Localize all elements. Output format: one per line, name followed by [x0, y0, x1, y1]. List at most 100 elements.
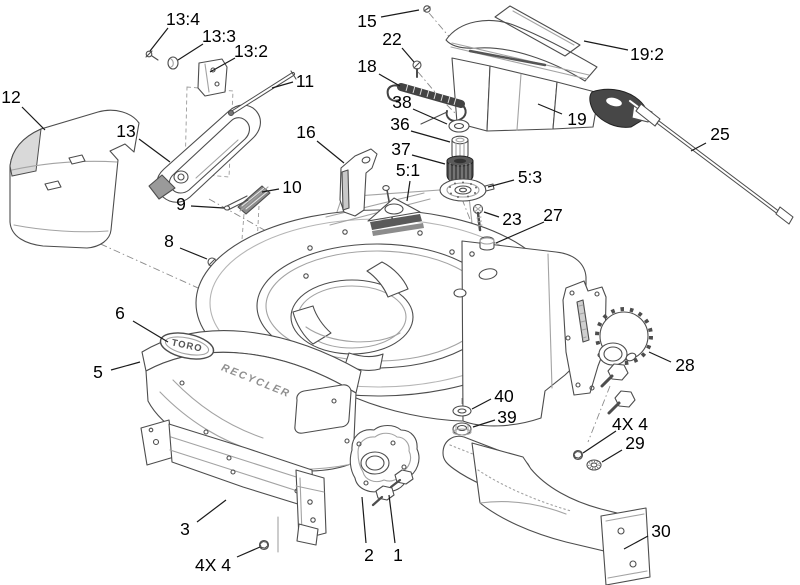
- leader-line-15-10: [380, 9, 420, 18]
- callout-15-10: 15: [357, 11, 376, 31]
- callout-13:4-0: 13:4: [166, 9, 200, 29]
- leader-line-3-25: [196, 499, 227, 523]
- part-6-toro-decal: TORO: [159, 332, 215, 360]
- callout-18-12: 18: [357, 56, 376, 76]
- part-19-handle-housing: [445, 20, 653, 132]
- part-4-nut-left: [258, 539, 270, 551]
- part-40-washer: [452, 405, 472, 417]
- leader-line-37-15: [411, 154, 446, 165]
- part-36-bushing: [451, 135, 469, 161]
- leader-line-5:3-17: [487, 179, 515, 188]
- callout-38-13: 38: [392, 92, 411, 112]
- callout-16-6: 16: [296, 122, 315, 142]
- part-25-cable-rod: [628, 99, 794, 225]
- part-3-support-bracket: [140, 419, 327, 553]
- deck-spoke: [292, 305, 332, 345]
- leader-line-25-20: [690, 142, 707, 152]
- part-9-pin: [223, 195, 249, 211]
- leader-line-13:2-2: [209, 57, 236, 73]
- leader-line-18-12: [378, 73, 401, 87]
- callout-23-21: 23: [502, 209, 521, 229]
- callout-37-15: 37: [391, 139, 410, 159]
- disc-dots: [449, 181, 477, 198]
- part-23-bolt: [472, 203, 484, 232]
- leader-line-27-22: [495, 221, 545, 244]
- callout-13-5: 13: [116, 121, 135, 141]
- callout-1-28: 1: [393, 545, 403, 565]
- leader-line-13:4-0: [149, 27, 169, 52]
- leader-line-12-4: [21, 106, 46, 131]
- leader-line-22-11: [401, 47, 415, 63]
- part-4-nut-right: [572, 449, 584, 461]
- leader-line-40-29: [471, 398, 492, 410]
- leader-line-19:2-18: [583, 40, 629, 51]
- part-39-nut: [452, 422, 472, 436]
- part-22-screw: [412, 60, 422, 78]
- part-28-adjuster-plate: [562, 280, 653, 415]
- callout-11-3: 11: [296, 71, 314, 91]
- leader-line-30-34: [623, 535, 649, 550]
- leader-line-4X-4-26: [236, 546, 261, 558]
- callout-13:3-1: 13:3: [202, 26, 236, 46]
- leader-line-13:3-1: [177, 43, 204, 61]
- leader-line-5:1-16: [406, 180, 411, 202]
- callout-30-34: 30: [651, 521, 671, 541]
- callout-5-24: 5: [93, 362, 103, 382]
- callout-22-11: 22: [382, 29, 401, 49]
- leader-line-9-8: [190, 205, 225, 209]
- leader-line-13-5: [138, 138, 171, 163]
- leader-line-23-21: [483, 211, 500, 218]
- callout-3-25: 3: [180, 519, 190, 539]
- part-11-control-rod: [227, 70, 297, 117]
- part-27-dome-cap: [479, 236, 495, 251]
- callout-2-27: 2: [364, 545, 374, 565]
- callout-27-22: 27: [543, 205, 562, 225]
- part-38-washer: [448, 119, 470, 133]
- callout-40-29: 40: [494, 386, 514, 406]
- leader-line-36-14: [410, 130, 451, 143]
- callout-4X-4-26: 4X 4: [195, 555, 231, 575]
- leader-line-38-13: [412, 108, 448, 125]
- leader-line-10-7: [261, 188, 280, 193]
- part-30-rear-bracket: [442, 435, 651, 585]
- leader-line-6-23: [132, 320, 169, 343]
- part-13-3-cap: [167, 56, 179, 70]
- callout-5:1-16: 5:1: [396, 160, 420, 180]
- part-5-1-warning-decal: [367, 197, 424, 236]
- callout-12-4: 12: [1, 87, 20, 107]
- callout-13:2-2: 13:2: [234, 41, 268, 61]
- leader-line-4X-4-32: [582, 430, 617, 454]
- callout-9-8: 9: [176, 194, 186, 214]
- part-15-screw: [423, 5, 431, 13]
- part-2-side-plate: [349, 424, 420, 493]
- callout-28-31: 28: [675, 355, 694, 375]
- callout-4X-4-32: 4X 4: [612, 414, 648, 434]
- part-19-2-decal-sheet: [494, 5, 581, 57]
- leader-line-28-31: [648, 351, 672, 363]
- deck-spoke: [366, 261, 409, 298]
- leader-line-16-6: [316, 140, 345, 164]
- callout-5:3-17: 5:3: [518, 167, 542, 187]
- callout-8-9: 8: [164, 231, 174, 251]
- leader-line-11-3: [271, 81, 294, 89]
- part-16-bracket: [339, 148, 394, 224]
- callout-19-19: 19: [567, 109, 586, 129]
- callout-25-20: 25: [710, 124, 729, 144]
- part-29-washer: [586, 459, 602, 471]
- leader-line-2-27: [361, 496, 367, 544]
- part-10-latch-spring: [237, 185, 271, 215]
- callout-10-7: 10: [282, 177, 302, 197]
- leader-line-8-9: [179, 247, 208, 260]
- leader-line-39-30: [472, 419, 496, 428]
- part-37-knurled-knob: [446, 155, 474, 184]
- leader-line-1-28: [388, 494, 396, 544]
- callout-36-14: 36: [390, 114, 409, 134]
- part-12-side-discharge-chute: [9, 109, 140, 249]
- leader-line-29-33: [601, 449, 623, 463]
- part-5-3-disc: [439, 178, 495, 202]
- leader-line-19-19: [537, 103, 563, 115]
- leader-line-5-24: [110, 361, 141, 371]
